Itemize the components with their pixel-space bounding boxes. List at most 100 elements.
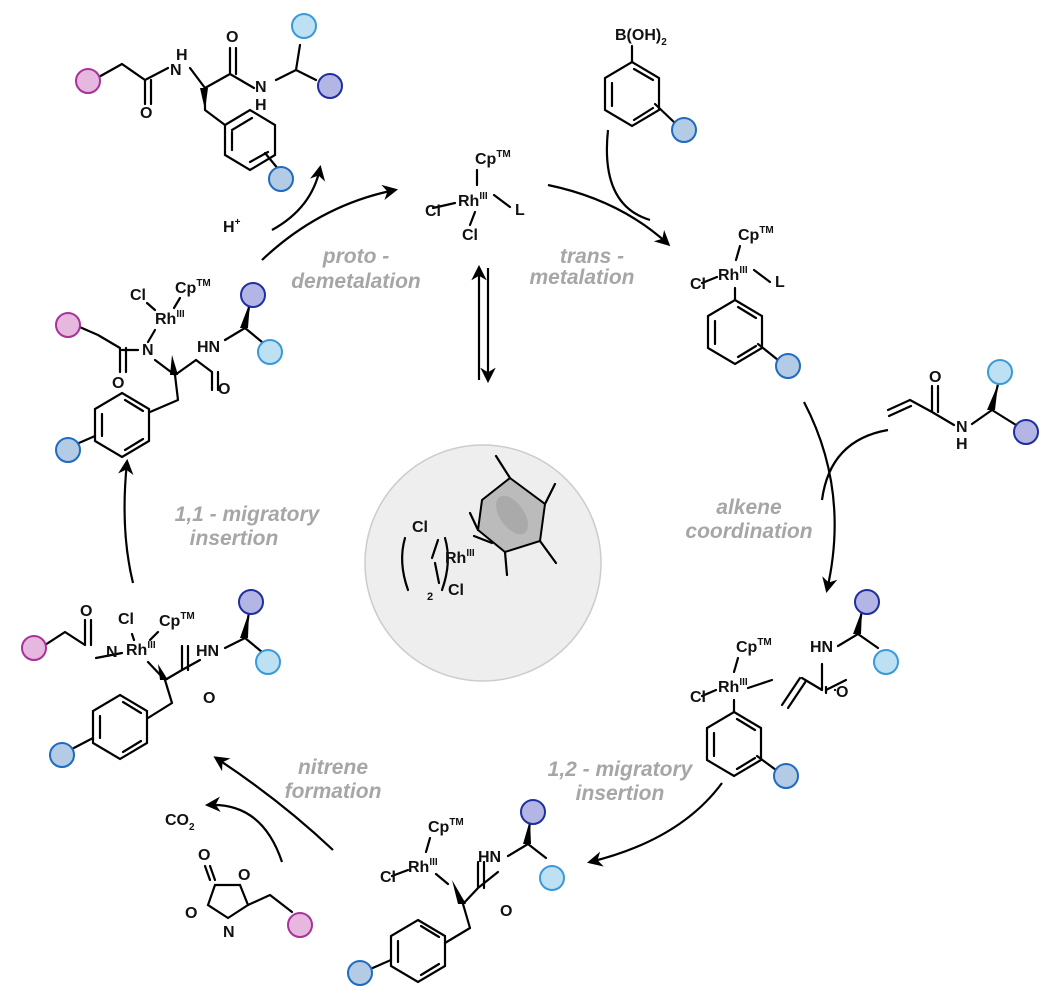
svg-text:CpTM: CpTM — [175, 278, 211, 297]
alkyl-rhodium-complex: CpTM RhIII Cl HN O — [347, 799, 565, 986]
svg-text:HN: HN — [196, 643, 219, 660]
step-nitrene-line2: formation — [285, 780, 382, 803]
step-11mi-line2: insertion — [190, 527, 279, 550]
svg-text:O: O — [112, 375, 124, 392]
nitrene-light-blue — [255, 649, 281, 675]
boronic-aryl-substituent — [671, 117, 697, 143]
amido-light-blue — [257, 339, 283, 365]
svg-text:N: N — [223, 924, 235, 941]
alkene-coordinated-complex: CpTM RhIII Cl O HN — [690, 589, 899, 789]
svg-text:RhIII: RhIII — [126, 640, 156, 659]
step-labels: proto - demetalation trans - metalation … — [175, 245, 813, 805]
svg-text:HN: HN — [197, 339, 220, 356]
svg-text:O: O — [218, 381, 230, 398]
dioxazolone-magenta — [287, 912, 313, 938]
svg-text:CpTM: CpTM — [475, 149, 511, 168]
svg-text:HN: HN — [810, 639, 833, 656]
svg-text:Cl: Cl — [690, 689, 706, 706]
amido-dark-blue — [240, 282, 266, 308]
svg-text:L: L — [515, 202, 525, 219]
step-nitrene-line1: nitrene — [298, 756, 368, 779]
svg-text:O: O — [140, 105, 152, 122]
svg-text:N: N — [170, 62, 182, 79]
svg-text:CO2: CO2 — [165, 812, 195, 833]
coord-light-blue — [873, 649, 899, 675]
svg-text:O: O — [185, 905, 197, 922]
step-alkene-line2: coordination — [685, 520, 812, 543]
svg-text:Cl: Cl — [425, 203, 441, 220]
svg-text:O: O — [929, 369, 941, 386]
step-11mi-line1: 1,1 - migratory — [175, 503, 321, 526]
step-12mi-line2: insertion — [576, 782, 665, 805]
acrylamide: O N H — [886, 359, 1039, 453]
svg-text:CpTM: CpTM — [159, 611, 195, 630]
step-transmetalation-line2: metalation — [529, 266, 634, 289]
light-blue-substituent — [291, 13, 317, 39]
svg-text:RhIII: RhIII — [458, 191, 488, 210]
svg-text:RhIII: RhIII — [155, 309, 185, 328]
amido-aryl-substituent — [55, 437, 81, 463]
pre-cl-top: Cl — [412, 519, 428, 536]
svg-text:Cl: Cl — [412, 519, 428, 536]
svg-text:H: H — [956, 436, 968, 453]
cycle-arrows — [118, 129, 889, 867]
svg-text:O: O — [80, 603, 92, 620]
aryl-boronic-acid: B(OH)2 — [603, 27, 697, 143]
svg-text:H: H — [176, 47, 188, 64]
svg-text:L: L — [775, 274, 785, 291]
svg-text:O: O — [203, 690, 215, 707]
equilibrium-arrows — [471, 264, 496, 384]
svg-text:RhIII: RhIII — [718, 265, 748, 284]
step-protodemetalation-line2: demetalation — [291, 270, 421, 293]
amido-rhodium-complex: Cl CpTM RhIII N O HN O — [55, 278, 283, 463]
svg-text:O: O — [198, 847, 210, 864]
acrylamide-light-blue — [987, 359, 1013, 385]
svg-text:H: H — [255, 97, 267, 114]
svg-text:Cl: Cl — [380, 869, 396, 886]
magenta-substituent — [75, 68, 101, 94]
svg-text:Cl: Cl — [462, 227, 478, 244]
svg-text:B(OH)2: B(OH)2 — [615, 27, 667, 48]
proton-label: H+ — [223, 217, 241, 236]
svg-text:RhIII: RhIII — [408, 857, 438, 876]
product-peptide: O H N O N H — [75, 13, 343, 192]
dark-blue-substituent — [317, 73, 343, 99]
svg-text:Cl: Cl — [118, 611, 134, 628]
pre-rh-ox: III — [466, 548, 475, 559]
svg-text:RhIII: RhIII — [718, 677, 748, 696]
svg-text:N: N — [106, 644, 118, 661]
coord-dark-blue — [854, 589, 880, 615]
svg-text:O: O — [238, 867, 250, 884]
nitrene-complex: O N Cl CpTM RhIII HN O — [21, 589, 281, 768]
nitrene-magenta — [21, 635, 47, 661]
pre-rh: Rh — [445, 550, 466, 567]
svg-text:CpTM: CpTM — [736, 637, 772, 656]
svg-text:N: N — [142, 342, 154, 359]
pre-cl-bottom: Cl — [448, 582, 464, 599]
pre-dimer-2: 2 — [427, 591, 433, 603]
step-12mi-line1: 1,2 - migratory — [548, 758, 694, 781]
step-protodemetalation-line1: proto - — [322, 245, 389, 268]
svg-text:O: O — [500, 903, 512, 920]
dioxazolone: CO2 O O O N — [165, 812, 313, 941]
mid-blue-substituent — [268, 166, 294, 192]
center-circle — [364, 444, 602, 682]
svg-text:2: 2 — [427, 591, 433, 603]
step-alkene-line1: alkene — [716, 496, 782, 519]
active-catalyst: CpTM RhIII Cl L Cl — [425, 149, 525, 244]
amido-magenta — [55, 312, 81, 338]
svg-text:CpTM: CpTM — [738, 225, 774, 244]
nitrene-dark-blue — [238, 589, 264, 615]
aryl-rhodium-complex: CpTM RhIII Cl L — [690, 225, 801, 379]
svg-text:Cl: Cl — [130, 287, 146, 304]
alkyl-light-blue — [539, 865, 565, 891]
svg-text:HN: HN — [478, 849, 501, 866]
acrylamide-dark-blue — [1013, 419, 1039, 445]
svg-text:O: O — [836, 684, 848, 701]
svg-text:Cl: Cl — [448, 582, 464, 599]
svg-text:O: O — [226, 29, 238, 46]
step-transmetalation-line1: trans - — [560, 245, 624, 268]
svg-text:Cl: Cl — [690, 276, 706, 293]
svg-text:RhIII: RhIII — [445, 548, 475, 567]
